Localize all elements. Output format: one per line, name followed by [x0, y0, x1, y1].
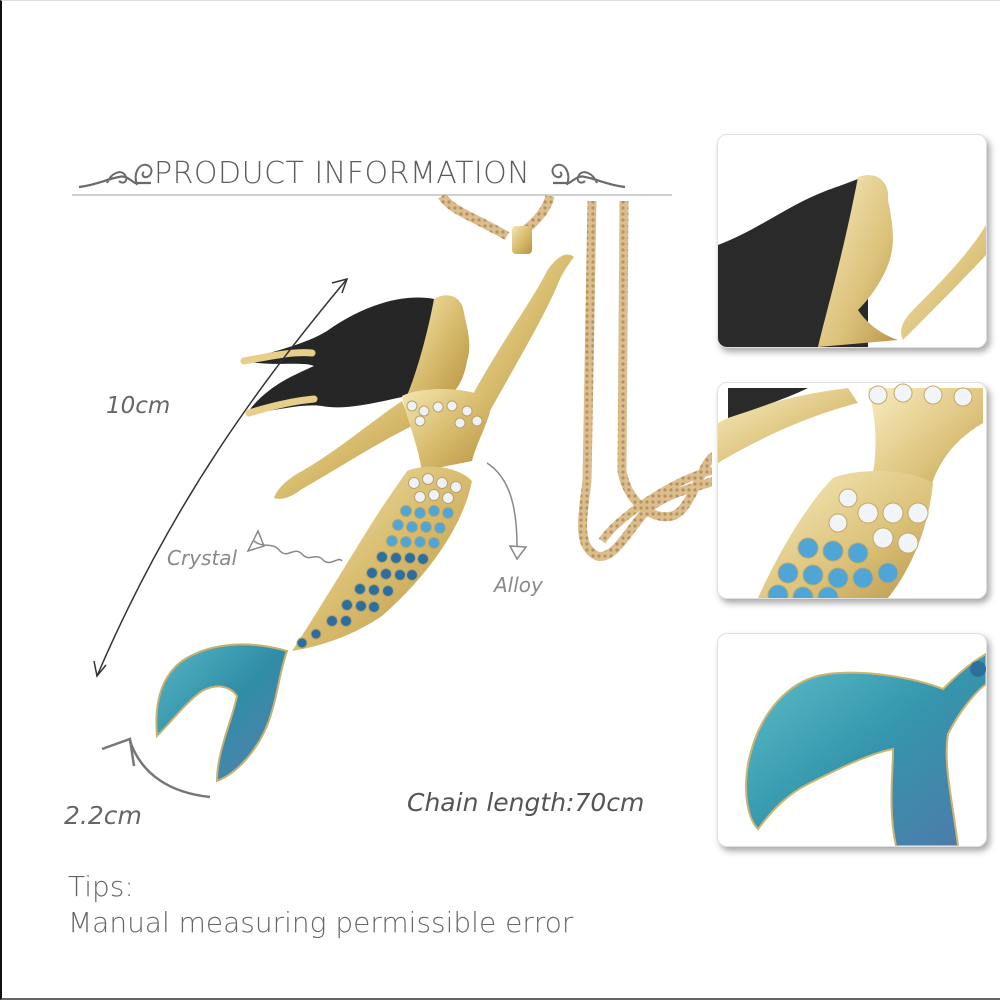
- title-divider: [72, 194, 672, 196]
- alloy-label: Alloy: [494, 573, 543, 597]
- crystal-pointer: [253, 540, 343, 564]
- detail-thumbnail-torso: [717, 382, 987, 599]
- product-image-mermaid-necklace: [93, 193, 712, 799]
- crystal-label: Crystal: [167, 546, 238, 570]
- ornament-right-icon: [551, 163, 626, 189]
- tail-fin: [155, 643, 289, 783]
- thumbnail-image-tail: [745, 652, 986, 846]
- chain: [438, 193, 712, 561]
- tips-block: Tips: Manual measuring permissible error: [68, 869, 573, 941]
- width-label: 2.2cm: [64, 801, 142, 830]
- alloy-pointer: [486, 462, 518, 547]
- tips-text: Manual measuring permissible error: [68, 906, 574, 939]
- crystal-scales: [296, 473, 462, 649]
- height-arrow: [96, 278, 348, 677]
- thumbnail-image-head: [718, 175, 986, 347]
- tips-heading: Tips:: [68, 870, 134, 903]
- detail-thumbnail-head: [717, 134, 987, 348]
- thumbnail-image-torso: [718, 383, 983, 598]
- page-title: PRODUCT INFORMATION: [154, 156, 531, 191]
- ornament-left-icon: [78, 163, 153, 189]
- chain-length-label: Chain length:70cm: [407, 788, 645, 817]
- pendant-bail: [512, 226, 532, 254]
- detail-thumbnail-tail: [717, 633, 987, 847]
- width-arrow: [128, 740, 211, 799]
- height-label: 10cm: [106, 393, 171, 419]
